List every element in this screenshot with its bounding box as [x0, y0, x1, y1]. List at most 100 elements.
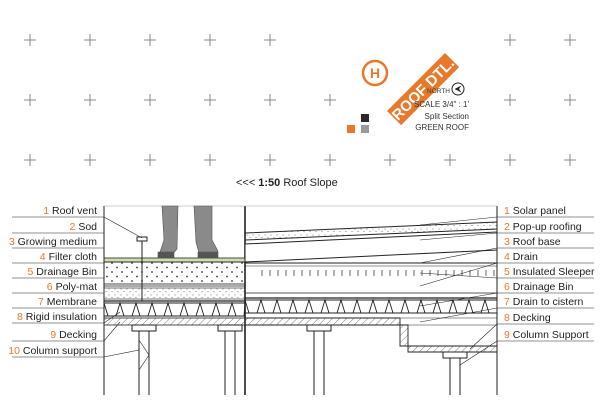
left-label-item: 2 Sod — [70, 221, 98, 233]
right-label-item: 3 Roof base — [504, 236, 561, 248]
registration-cross — [204, 154, 216, 166]
label-text: Filter cloth — [49, 251, 98, 263]
registration-cross — [144, 94, 156, 106]
registration-cross — [204, 94, 216, 106]
left-label-item: 8 Rigid insulation — [17, 311, 97, 323]
subtitle-split-section: Split Section — [425, 112, 469, 121]
figure-legs — [157, 205, 219, 259]
registration-cross — [444, 154, 456, 166]
left-label-item: 4 Filter cloth — [40, 251, 97, 263]
scale-label: SCALE 3/4" : 1' — [414, 100, 470, 109]
label-text: Decking — [513, 312, 551, 324]
leader-lines — [12, 216, 594, 366]
label-number: 5 — [28, 266, 37, 278]
label-number: 10 — [8, 345, 23, 357]
label-text: Roof vent — [52, 205, 97, 217]
registration-cross — [204, 34, 216, 46]
right-leader — [419, 216, 594, 226]
left-leader — [12, 311, 121, 324]
right-label-item: 1 Solar panel — [504, 205, 566, 217]
label-text: Rigid insulation — [26, 311, 97, 323]
left-label-item: 3 Growing medium — [9, 236, 97, 248]
pop-up-roofing — [244, 231, 498, 263]
north-arrow-icon — [451, 82, 465, 96]
right-leader — [419, 247, 594, 264]
label-text: Drain to cistern — [513, 296, 584, 308]
column-support-left — [131, 324, 243, 395]
badge-letter: H — [370, 65, 380, 81]
label-text: Drainage Bin — [513, 281, 574, 293]
label-text: Growing medium — [18, 236, 98, 248]
registration-cross — [504, 94, 516, 106]
right-leader — [419, 272, 594, 279]
right-leader — [459, 340, 594, 366]
registration-cross — [324, 94, 336, 106]
swatch-grey — [361, 125, 369, 133]
north-label: NORTH — [427, 88, 450, 95]
roof-vent-cap — [136, 236, 148, 242]
right-label-item: 5 Insulated Sleeper — [504, 266, 595, 278]
subtitle-green-roof: GREEN ROOF — [415, 123, 469, 132]
label-text: Solar panel — [513, 205, 566, 217]
label-number: 5 — [504, 266, 513, 278]
label-number: 8 — [17, 311, 26, 323]
sod-layer — [103, 257, 246, 263]
left-label-item: 1 Roof vent — [43, 205, 97, 217]
left-leader — [12, 277, 105, 294]
left-leader — [12, 292, 105, 300]
right-leader — [419, 292, 594, 307]
registration-cross — [324, 154, 336, 166]
left-label-item: 9 Decking — [50, 329, 97, 341]
right-leader — [419, 307, 594, 323]
left-label-item: 6 Poly-mat — [47, 281, 97, 293]
drainage-bin-layer — [103, 287, 246, 300]
label-number: 1 — [504, 205, 513, 217]
registration-marks — [24, 34, 576, 166]
registration-cross — [564, 154, 576, 166]
label-text: Poly-mat — [56, 281, 98, 293]
label-number: 4 — [504, 251, 513, 263]
corrugated-insulation — [103, 301, 246, 317]
registration-cross — [84, 94, 96, 106]
registration-cross — [504, 154, 516, 166]
registration-cross — [24, 94, 36, 106]
drainage-bin-right — [244, 298, 498, 314]
label-text: Roof base — [513, 236, 561, 248]
decking-left — [103, 317, 246, 326]
column-support-right — [306, 324, 468, 395]
left-label-item: 10 Column support — [8, 345, 97, 357]
registration-cross — [144, 34, 156, 46]
right-label-item: 6 Drainage Bin — [504, 281, 574, 293]
registration-cross — [24, 154, 36, 166]
label-number: 8 — [504, 312, 513, 324]
registration-cross — [264, 94, 276, 106]
registration-cross — [24, 34, 36, 46]
label-number: 9 — [504, 329, 513, 341]
label-text: Column support — [23, 345, 97, 357]
decking-right — [244, 317, 498, 353]
label-number: 3 — [504, 236, 513, 248]
registration-cross — [144, 154, 156, 166]
right-label-item: 4 Drain — [504, 251, 538, 263]
label-number: 7 — [38, 296, 47, 308]
left-label-item: 7 Membrane — [38, 296, 97, 308]
label-text: Drainage Bin — [36, 266, 97, 278]
swatch-dark — [361, 114, 369, 122]
label-text: Sod — [78, 221, 97, 233]
registration-cross — [84, 154, 96, 166]
left-leader — [12, 321, 121, 342]
label-text: Insulated Sleeper — [513, 266, 595, 278]
title-banner — [387, 53, 460, 126]
left-label-list: 1 Roof vent 2 Sod 3 Growing medium 4 Filter… — [8, 205, 97, 357]
label-number: 2 — [504, 221, 513, 233]
registration-cross — [84, 34, 96, 46]
registration-cross — [384, 154, 396, 166]
left-label-item: 5 Drainage Bin — [28, 266, 98, 278]
label-number: 2 — [70, 221, 79, 233]
label-text: Drain — [513, 251, 538, 263]
registration-cross — [264, 34, 276, 46]
north-arrow-pointer-icon — [454, 85, 462, 93]
label-number: 6 — [504, 281, 513, 293]
